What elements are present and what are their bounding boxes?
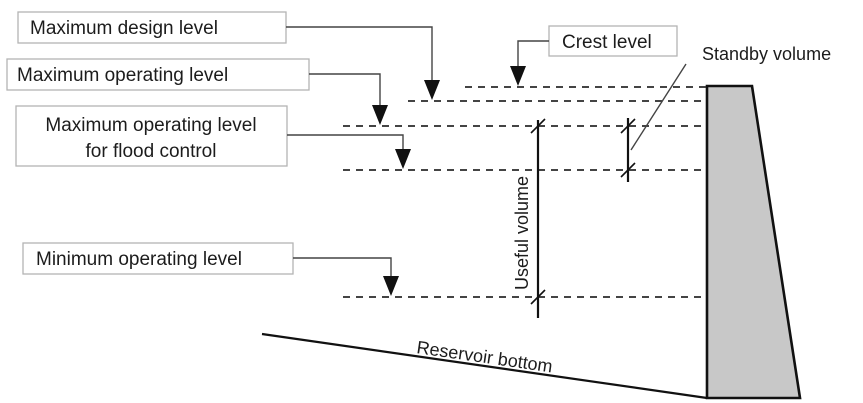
flood-control-level-arrow [395,149,411,169]
flood-control-label-line1: Maximum operating level [45,115,256,136]
useful-volume-bottom-tick [530,289,546,305]
reservoir-bottom-label: Reservoir bottom [415,337,554,376]
minimum-operating-level-leader [293,257,392,277]
maximum-design-level-box [17,11,287,44]
reservoir-bottom-line [261,332,708,400]
minimum-operating-level-arrow [383,276,399,296]
maximum-design-level-leader [286,26,433,84]
standby-volume-label: Standby volume [702,44,831,64]
useful-volume-label: Useful volume [512,176,532,290]
dam-body [705,84,802,400]
flood-control-level-leader [287,134,404,151]
maximum-operating-level-label: Maximum operating level [17,65,228,86]
crest-level-arrow [510,66,526,86]
crest-level-label: Crest level [562,32,652,53]
minimum-operating-level-box [22,242,294,275]
minimum-operating-level-label: Minimum operating level [36,249,242,270]
useful-volume-top-tick [530,118,546,134]
maximum-operating-level-leader [309,73,381,107]
maximum-design-level-arrow [424,80,440,100]
standby-volume-top-tick [620,118,636,134]
maximum-design-level-label: Maximum design level [30,18,218,39]
maximum-operating-level-arrow [372,105,388,125]
flood-control-label-line2: for flood control [86,141,217,162]
standby-volume-leader [630,63,687,151]
standby-volume-bottom-tick [620,162,636,178]
flood-control-level-box [15,105,288,167]
crest-level-leader [517,40,549,68]
